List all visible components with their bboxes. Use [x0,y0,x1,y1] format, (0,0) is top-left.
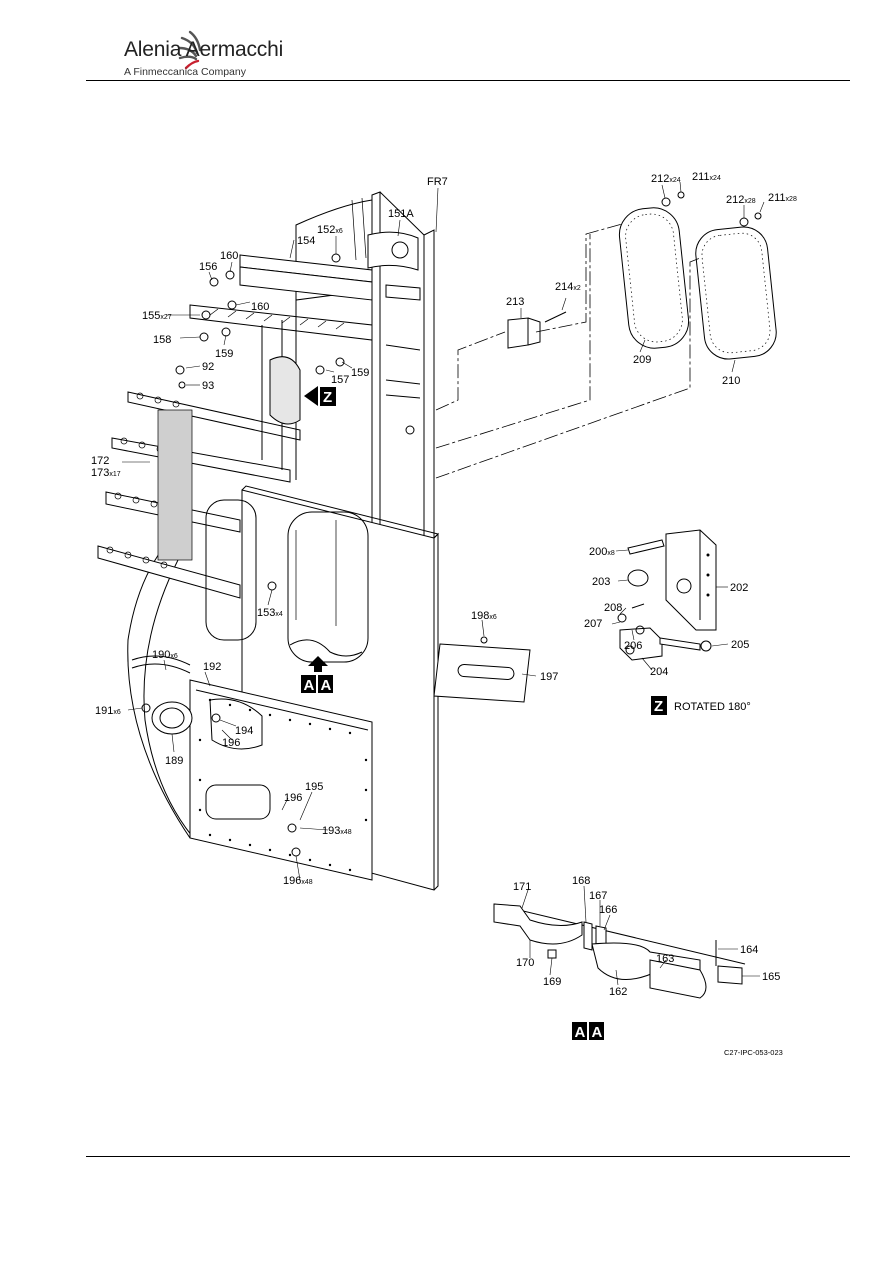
svg-text:Z: Z [654,698,663,715]
footer-divider [86,1156,850,1157]
callout-163: 163 [656,953,674,965]
callout-160: 160 [220,250,238,262]
callout-213: 213 [506,296,524,308]
svg-text:155x27: 155x27 [142,310,172,322]
callout-160b: 160 [251,301,269,313]
callout-173: 173 [91,467,109,479]
callout-92: 92 [202,361,214,373]
callout-212b: 212 [726,194,744,206]
frame-label: FR7 [427,176,448,188]
callout-202: 202 [730,582,748,594]
callout-154: 154 [297,235,315,247]
callout-198: 198 [471,610,489,622]
drawing-number: C27-IPC-053-023 [724,1048,783,1057]
svg-text:190x6: 190x6 [152,649,178,661]
callout-189: 189 [165,755,183,767]
callout-200: 200 [589,546,607,558]
svg-text:196x48: 196x48 [283,875,313,887]
section-aa-detail [493,903,746,999]
callout-152: 152 [317,224,335,236]
callout-196: 196 [222,737,240,749]
section-marker-aa-upper: A A [301,675,333,694]
callout-93: 93 [202,380,214,392]
svg-text:191x6: 191x6 [95,705,121,717]
callout-165: 165 [762,971,780,983]
svg-text:211x24: 211x24 [692,171,721,183]
callout-204: 204 [650,666,668,678]
svg-text:ROTATED 180°: ROTATED 180° [674,701,751,713]
callout-210: 210 [722,375,740,387]
callout-203: 203 [592,576,610,588]
svg-text:A: A [575,1024,586,1041]
section-marker-aa-lower: A A [572,1022,604,1041]
svg-text:212x24: 212x24 [651,173,681,185]
company-name: Alenia Aermacchi [124,38,284,61]
header-divider [86,80,850,81]
callout-195: 195 [305,781,323,793]
callout-209: 209 [633,354,651,366]
callout-211b: 211 [768,192,786,204]
access-covers [507,191,777,360]
callout-194: 194 [235,725,253,737]
dash-dot-leaders [435,223,701,479]
view-z-note: Z ROTATED 180° [651,696,751,715]
callout-206: 206 [624,640,642,652]
view-z-arrow-icon [304,386,318,406]
callout-192: 192 [203,661,221,673]
callout-155: 155 [142,310,160,322]
callout-196c: 196 [283,875,301,887]
bracket-assembly [617,529,717,661]
callout-207: 207 [584,618,602,630]
svg-text:198x6: 198x6 [471,610,497,622]
callout-156: 156 [199,261,217,273]
svg-text:200x8: 200x8 [589,546,615,558]
callout-170: 170 [516,957,534,969]
callout-193: 193 [322,825,340,837]
svg-text:A: A [592,1024,603,1041]
company-tagline: A Finmeccanica Company [124,66,246,78]
callout-164: 164 [740,944,758,956]
callout-212: 212 [651,173,669,185]
callout-197: 197 [540,671,558,683]
svg-text:A: A [304,677,315,694]
callout-157: 157 [331,374,349,386]
callout-190: 190 [152,649,170,661]
callout-159: 159 [215,348,233,360]
callout-labels: 151A 152x6 154 156 160 160 155x27 158 15… [91,171,797,998]
callout-169: 169 [543,976,561,988]
callout-166: 166 [599,904,617,916]
svg-text:153x4: 153x4 [257,607,283,619]
callout-168: 168 [572,875,590,887]
frame-structure [97,191,435,839]
callout-191: 191 [95,705,113,717]
callout-211: 211 [692,171,710,183]
svg-text:Z: Z [323,389,332,406]
svg-text:152x6: 152x6 [317,224,343,236]
svg-text:211x28: 211x28 [768,192,797,204]
callout-153: 153 [257,607,275,619]
callout-162: 162 [609,986,627,998]
svg-text:173x17: 173x17 [91,467,121,479]
callout-159b: 159 [351,367,369,379]
cover-plate [433,636,531,703]
svg-text:A: A [321,677,332,694]
callout-196b: 196 [284,792,302,804]
callout-172: 172 [91,455,109,467]
view-z-marker: Z [320,387,336,406]
callout-171: 171 [513,881,531,893]
callout-205: 205 [731,639,749,651]
svg-text:212x28: 212x28 [726,194,756,206]
svg-text:193x48: 193x48 [322,825,352,837]
company-logo-icon [177,30,202,70]
callout-208: 208 [604,602,622,614]
callout-leaders [122,181,765,986]
callout-158: 158 [153,334,171,346]
svg-text:214x2: 214x2 [555,281,581,293]
callout-214: 214 [555,281,573,293]
callout-151a: 151A [388,208,414,220]
callout-167: 167 [589,890,607,902]
